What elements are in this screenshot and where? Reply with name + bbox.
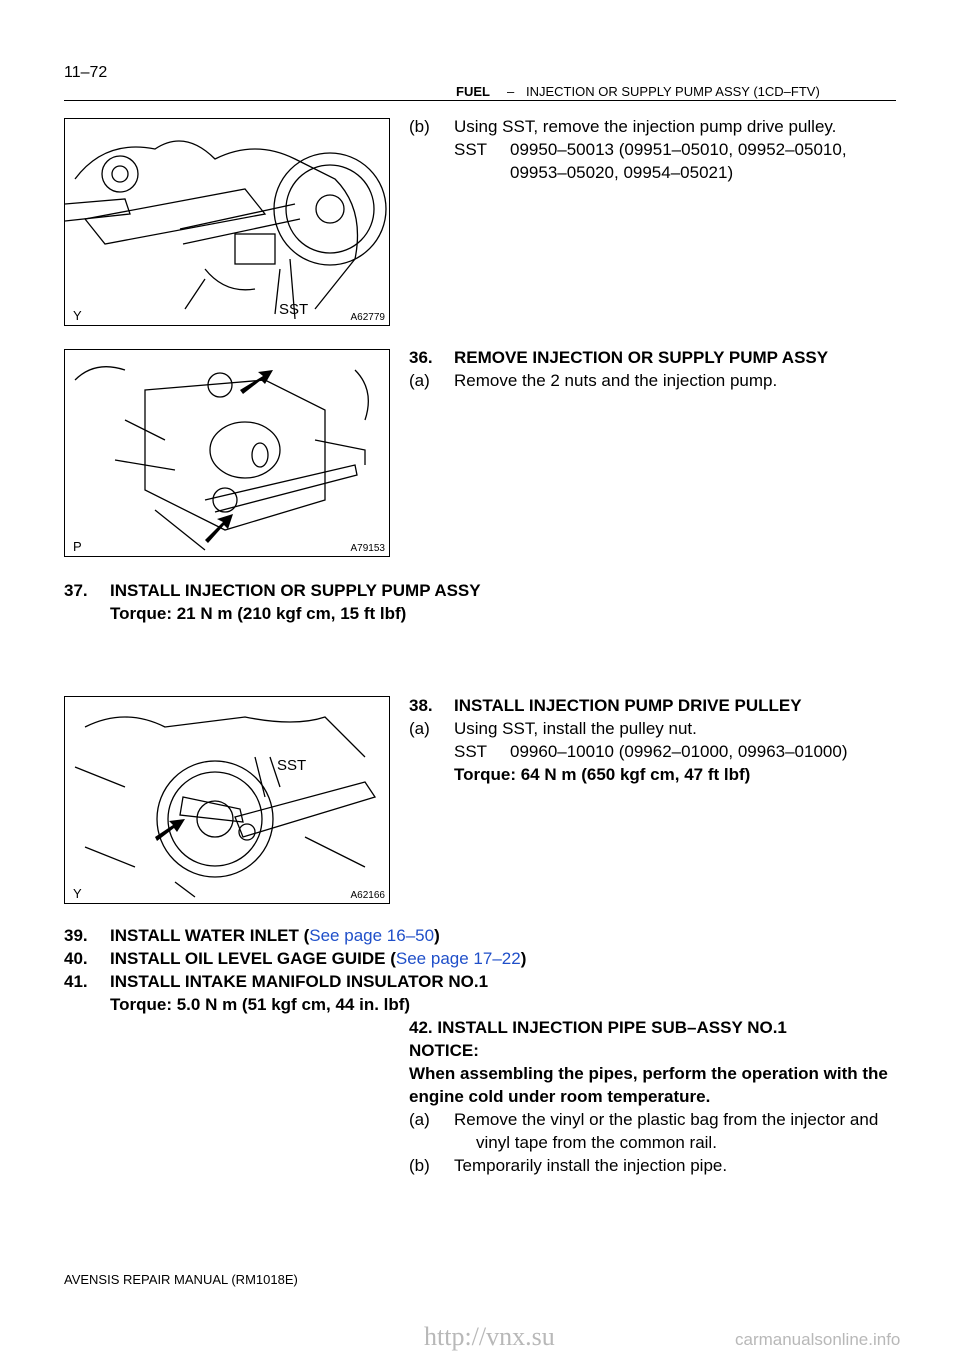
figure-id: A62779 bbox=[350, 312, 385, 323]
figure-label-sst: SST bbox=[277, 757, 307, 774]
step-title: INSTALL INJECTION OR SUPPLY PUMP ASSY bbox=[110, 581, 481, 600]
torque-spec: Torque: 64 N m (650 kgf cm, 47 ft lbf) bbox=[454, 765, 751, 784]
figure-id: A79153 bbox=[350, 543, 385, 554]
figure-pulley-install: SST Y A62166 bbox=[64, 696, 390, 904]
torque-spec: Torque: 21 N m (210 kgf cm, 15 ft lbf) bbox=[110, 604, 407, 623]
step-text: Using SST, install the pulley nut. bbox=[454, 719, 697, 738]
step-title-text: INSTALL WATER INLET ( bbox=[110, 926, 310, 945]
figure-letter: Y bbox=[73, 308, 82, 323]
step-number: 40. bbox=[64, 949, 88, 968]
step-text: Remove the 2 nuts and the injection pump… bbox=[454, 371, 778, 390]
notice-text: When assembling the pipes, perform the o… bbox=[409, 1064, 888, 1083]
watermark-url: http://vnx.su bbox=[424, 1322, 555, 1351]
step-marker: (a) bbox=[409, 371, 430, 390]
step-title: INSTALL WATER INLET (See page 16–50) bbox=[110, 926, 440, 946]
step-number: 37. bbox=[64, 581, 88, 600]
sst-numbers: 09953–05020, 09954–05021) bbox=[510, 163, 734, 182]
notice-label: NOTICE: bbox=[409, 1041, 479, 1060]
step-title: 42. INSTALL INJECTION PIPE SUB–ASSY NO.1 bbox=[409, 1018, 787, 1037]
sst-numbers: 09960–10010 (09962–01000, 09963–01000) bbox=[510, 742, 848, 761]
step-title: REMOVE INJECTION OR SUPPLY PUMP ASSY bbox=[454, 348, 829, 367]
manual-title: AVENSIS REPAIR MANUAL (RM1018E) bbox=[64, 1272, 298, 1287]
step-title-text: INSTALL OIL LEVEL GAGE GUIDE ( bbox=[110, 949, 396, 968]
step-title-close: ) bbox=[520, 949, 527, 968]
step-title-close: ) bbox=[434, 926, 440, 945]
step-marker: (a) bbox=[409, 719, 430, 738]
sst-label: SST bbox=[454, 742, 488, 761]
see-page-link[interactable]: See page 17–22 bbox=[395, 949, 521, 968]
step-number: 41. bbox=[64, 972, 88, 991]
figure-letter: Y bbox=[73, 886, 82, 901]
torque-spec: Torque: 5.0 N m (51 kgf cm, 44 in. lbf) bbox=[110, 995, 411, 1014]
watermark-site: carmanualsonline.info bbox=[735, 1330, 901, 1349]
step-text: Temporarily install the injection pipe. bbox=[454, 1156, 728, 1175]
step-marker: (b) bbox=[409, 1156, 430, 1175]
header-section: FUEL bbox=[456, 84, 490, 99]
figure-pulley-removal: SST Y A62779 bbox=[64, 118, 390, 326]
sst-label: SST bbox=[454, 140, 488, 159]
step-title: INSTALL INTAKE MANIFOLD INSULATOR NO.1 bbox=[110, 972, 489, 991]
step-number: 39. bbox=[64, 926, 88, 945]
step-title: INSTALL OIL LEVEL GAGE GUIDE (See page 1… bbox=[110, 949, 526, 969]
figure-id: A62166 bbox=[350, 890, 385, 901]
header-separator: – bbox=[507, 84, 515, 99]
pump-removal-illustration bbox=[74, 366, 369, 551]
pulley-install-illustration bbox=[74, 716, 377, 898]
step-text: Using SST, remove the injection pump dri… bbox=[454, 117, 837, 136]
header-rule bbox=[64, 100, 896, 101]
step-text: vinyl tape from the common rail. bbox=[476, 1133, 717, 1152]
step-number: 36. bbox=[409, 348, 433, 367]
step-number: 38. bbox=[409, 696, 433, 715]
step-marker: (b) bbox=[409, 117, 430, 136]
figure-pump-removal: P A79153 bbox=[64, 349, 390, 557]
notice-text: engine cold under room temperature. bbox=[409, 1087, 711, 1106]
step-text: Remove the vinyl or the plastic bag from… bbox=[454, 1110, 879, 1129]
sst-numbers: 09950–50013 (09951–05010, 09952–05010, bbox=[510, 140, 847, 159]
header-subtitle: INJECTION OR SUPPLY PUMP ASSY (1CD–FTV) bbox=[526, 84, 820, 99]
step-title: INSTALL INJECTION PUMP DRIVE PULLEY bbox=[454, 696, 802, 715]
step-marker: (a) bbox=[409, 1110, 430, 1129]
figure-letter: P bbox=[73, 539, 82, 554]
see-page-link[interactable]: See page 16–50 bbox=[309, 926, 435, 945]
page-number: 11–72 bbox=[64, 64, 108, 81]
pulley-removal-illustration bbox=[65, 140, 387, 320]
figure-label-sst: SST bbox=[279, 301, 309, 318]
